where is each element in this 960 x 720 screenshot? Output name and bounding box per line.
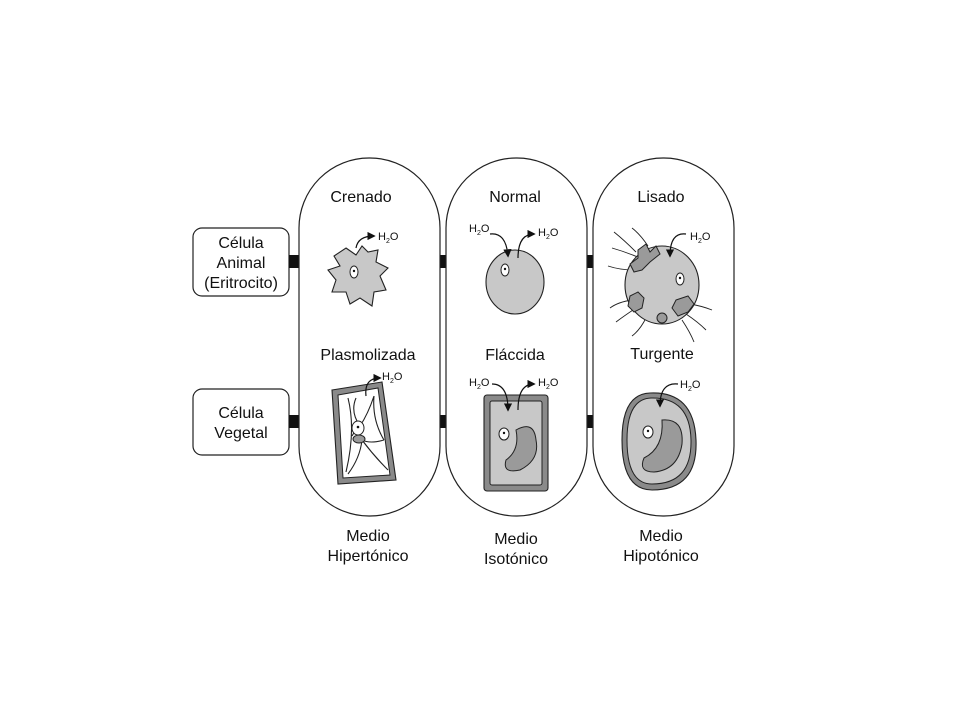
medium-hypotonic-line-1: Medio bbox=[639, 528, 683, 545]
medium-hypotonic-line-2: Hipotónico bbox=[623, 548, 699, 565]
water-arrow-lisado bbox=[665, 233, 687, 258]
water-label-flaccida-right: H2O bbox=[538, 377, 559, 391]
connectors bbox=[289, 255, 594, 428]
water-formula-text: H2O bbox=[538, 227, 559, 241]
water-arrow-flaccida-out bbox=[517, 379, 536, 411]
water-arrow-plasmolizada bbox=[365, 373, 382, 397]
water-label-plasmolizada: H2O bbox=[382, 371, 403, 385]
vegetal-label-line-1: Célula bbox=[218, 405, 263, 422]
connector-plant-2 bbox=[438, 415, 446, 428]
connector-plant-1 bbox=[289, 415, 299, 428]
column-capsule-isotonic bbox=[445, 157, 588, 517]
animal-label-line-2: Animal bbox=[217, 255, 266, 272]
water-formula-text: H2O bbox=[469, 223, 490, 237]
state-lisado: Lisado bbox=[637, 189, 684, 206]
medium-isotonic-line-1: Medio bbox=[494, 531, 538, 548]
connector-plant-3 bbox=[586, 415, 594, 428]
water-arrow-turgente bbox=[655, 383, 679, 408]
connector-animal-1 bbox=[289, 255, 299, 268]
water-label-lisado: H2O bbox=[690, 231, 711, 245]
water-formula-text: H2O bbox=[538, 377, 559, 391]
connector-animal-2 bbox=[438, 255, 446, 268]
water-label-turgente: H2O bbox=[680, 379, 701, 393]
state-crenado: Crenado bbox=[330, 189, 391, 206]
turgid-plant-cell-illustration bbox=[621, 392, 697, 491]
water-formula-text: H2O bbox=[378, 231, 399, 245]
vegetal-label-line-2: Vegetal bbox=[214, 425, 267, 442]
lysed-erythrocyte-illustration bbox=[607, 227, 713, 343]
water-arrow-normal-in bbox=[489, 233, 512, 258]
water-arrow-crenado bbox=[355, 231, 376, 249]
connector-animal-3 bbox=[586, 255, 594, 268]
animal-label-line-1: Célula bbox=[218, 235, 263, 252]
flaccid-plant-cell-illustration bbox=[483, 394, 549, 492]
medium-isotonic-line-2: Isotónico bbox=[484, 551, 548, 568]
crenated-erythrocyte-illustration bbox=[327, 245, 389, 307]
water-formula-text: H2O bbox=[469, 377, 490, 391]
normal-erythrocyte-illustration bbox=[485, 249, 545, 315]
state-turgente: Turgente bbox=[630, 346, 694, 363]
water-formula-text: H2O bbox=[690, 231, 711, 245]
water-label-normal-left: H2O bbox=[469, 223, 490, 237]
medium-hypertonic-line-1: Medio bbox=[346, 528, 390, 545]
water-label-crenado: H2O bbox=[378, 231, 399, 245]
plasmolyzed-plant-cell-illustration bbox=[331, 381, 397, 485]
medium-hypertonic-line-2: Hipertónico bbox=[328, 548, 409, 565]
state-plasmolizada: Plasmolizada bbox=[320, 347, 415, 364]
state-flaccida: Fláccida bbox=[485, 347, 545, 364]
water-arrow-flaccida-in bbox=[491, 383, 513, 412]
water-label-flaccida-left: H2O bbox=[469, 377, 490, 391]
water-label-normal-right: H2O bbox=[538, 227, 559, 241]
water-formula-text: H2O bbox=[680, 379, 701, 393]
water-arrow-normal-out bbox=[517, 229, 536, 259]
row-label-animal-cell: Célula Animal (Eritrocito) bbox=[192, 227, 290, 297]
water-formula-text: H2O bbox=[382, 371, 403, 385]
row-label-plant-cell: Célula Vegetal bbox=[192, 388, 290, 456]
state-normal: Normal bbox=[489, 189, 541, 206]
animal-label-line-3: (Eritrocito) bbox=[204, 275, 278, 292]
